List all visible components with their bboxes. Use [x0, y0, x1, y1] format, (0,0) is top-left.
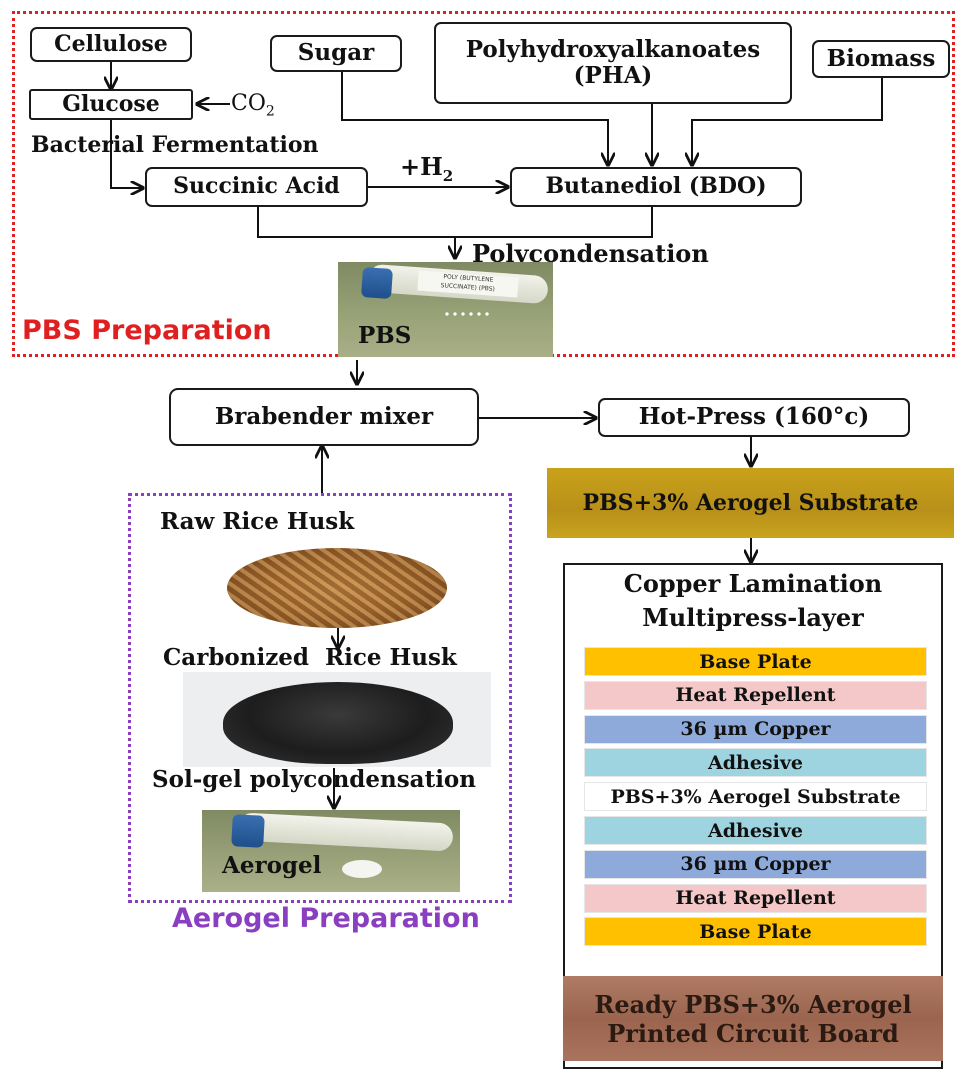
raw-rice-husk-photo	[227, 548, 447, 628]
layer-3: 36 µm Copper	[584, 714, 927, 744]
layer-label: 36 µm Copper	[680, 718, 831, 741]
final-board-line2: Printed Circuit Board	[607, 1018, 899, 1048]
pbs-preparation-title: PBS Preparation	[22, 315, 272, 346]
pha-box: Polyhydroxyalkanoates (PHA)	[434, 22, 792, 104]
carbonized-heap	[223, 682, 453, 764]
aerogel-photo-label: Aerogel	[222, 852, 322, 879]
aerogel-tube-cap	[231, 814, 265, 848]
co2-subscript: 2	[265, 103, 275, 120]
co2-text: CO	[231, 91, 266, 116]
hot-press-box: Hot-Press (160°c)	[598, 398, 910, 437]
pbs-sample-photo: POLY (BUTYLENE SUCCINATE) (PBS) PBS	[338, 262, 553, 357]
layer-label: Adhesive	[708, 751, 803, 774]
brabender-mixer-label: Brabender mixer	[214, 402, 434, 430]
glucose-box: Glucose	[29, 89, 193, 120]
biomass-label: Biomass	[826, 44, 936, 72]
layer-7: 36 µm Copper	[584, 849, 927, 879]
glucose-label: Glucose	[62, 90, 160, 117]
aerogel-preparation-title: Aerogel Preparation	[172, 903, 480, 934]
sol-gel-label: Sol-gel polycondensation	[152, 766, 476, 793]
co2-label: CO2	[231, 91, 275, 119]
layer-label: Base Plate	[699, 920, 812, 943]
succinic-acid-box: Succinic Acid	[145, 167, 368, 207]
lamination-title-line2: Multipress-layer	[642, 603, 864, 632]
substrate-banner-label: PBS+3% Aerogel Substrate	[582, 490, 919, 516]
layer-4: Adhesive	[584, 748, 927, 778]
substrate-banner: PBS+3% Aerogel Substrate	[547, 468, 954, 538]
aerogel-photo: Aerogel	[202, 810, 460, 892]
butanediol-label: Butanediol (BDO)	[545, 173, 767, 200]
sugar-label: Sugar	[297, 39, 375, 67]
hydrogen-text: +H	[400, 152, 443, 181]
hydrogen-subscript: 2	[442, 166, 454, 185]
aerogel-preparation-region	[128, 493, 512, 903]
layer-6: Adhesive	[584, 816, 927, 845]
final-board-line1: Ready PBS+3% Aerogel	[594, 989, 912, 1019]
biomass-box: Biomass	[812, 40, 950, 78]
raw-rice-husk-label: Raw Rice Husk	[160, 508, 355, 535]
cellulose-label: Cellulose	[54, 30, 168, 57]
rice-husk-texture	[227, 548, 447, 628]
lamination-title-line1: Copper Lamination	[623, 569, 883, 598]
aerogel-sample	[342, 860, 382, 878]
aerogel-tube	[237, 812, 454, 852]
pbs-pellets	[443, 310, 493, 320]
layer-2: Heat Repellent	[584, 680, 927, 710]
layer-label: Base Plate	[699, 650, 812, 673]
layer-label: Heat Repellent	[675, 887, 836, 910]
layer-1: Base Plate	[584, 647, 927, 676]
hydrogen-label: +H2	[400, 152, 453, 185]
layer-label: Heat Repellent	[675, 684, 836, 707]
layer-label: 36 µm Copper	[680, 853, 831, 876]
final-board: Ready PBS+3% Aerogel Printed Circuit Boa…	[563, 976, 943, 1061]
hot-press-label: Hot-Press (160°c)	[638, 403, 870, 431]
butanediol-box: Butanediol (BDO)	[510, 167, 802, 207]
pha-label-line1: Polyhydroxyalkanoates	[465, 35, 761, 63]
pbs-tube-cap	[360, 266, 394, 300]
layer-9: Base Plate	[584, 917, 927, 947]
pbs-photo-label: PBS	[358, 322, 412, 349]
layer-label: PBS+3% Aerogel Substrate	[610, 785, 901, 808]
brabender-mixer-box: Brabender mixer	[169, 388, 479, 446]
carbonized-rice-husk-label: Carbonized Rice Husk	[163, 644, 457, 671]
bacterial-fermentation-label: Bacterial Fermentation	[31, 132, 319, 158]
layer-8: Heat Repellent	[584, 883, 927, 913]
layer-5: PBS+3% Aerogel Substrate	[584, 782, 927, 812]
pha-label-line2: (PHA)	[573, 62, 653, 89]
cellulose-box: Cellulose	[30, 27, 192, 62]
carbonized-rice-husk-photo	[183, 672, 491, 767]
layer-label: Adhesive	[708, 819, 803, 842]
succinic-acid-label: Succinic Acid	[173, 173, 340, 200]
sugar-box: Sugar	[270, 35, 402, 72]
